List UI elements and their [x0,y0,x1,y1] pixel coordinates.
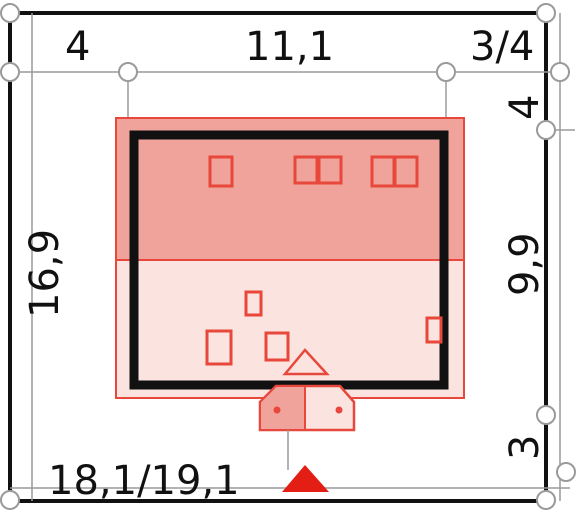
dimension-right-middle: 9,9 [502,232,548,296]
circle-node-icon [536,3,556,23]
entrance-gable [282,348,330,376]
circle-node-icon [0,490,20,510]
plot-border [8,11,548,503]
dimension-right-lower: 3 [502,435,548,460]
circle-node-icon [0,3,20,23]
roof-upper-zone [115,117,465,261]
dimension-top-left: 4 [65,24,90,70]
entrance-porch-shade [259,385,306,431]
circle-node-icon [536,120,556,140]
circle-node-icon [118,62,138,82]
roof-lower-zone [115,259,465,399]
roof-window [293,155,319,185]
dimension-left-height: 16,9 [22,229,68,318]
roof-window [393,155,419,188]
red-triangle-icon [282,465,329,492]
roof-window [317,155,343,185]
roof-window [425,316,443,344]
dimension-bottom-frontage: 18,1/19,1 [48,458,240,504]
roof-window [205,329,233,366]
roof-window [244,290,263,317]
circle-node-icon [436,62,456,82]
entrance-dot [335,406,343,414]
circle-node-icon [0,3,576,510]
roof-window [208,155,234,188]
entrance-dot [273,406,281,414]
circle-node-icon [536,405,556,425]
dimension-right-upper: 4 [502,95,548,120]
dimension-top-center: 11,1 [245,24,334,70]
roof-window [264,331,290,362]
circle-node-icon [550,62,570,82]
dimension-top-right: 3/4 [470,24,534,70]
circle-node-icon [536,490,556,510]
circle-node-icon [0,62,20,82]
roof-windows [205,155,443,366]
circle-node-icon [556,462,576,482]
